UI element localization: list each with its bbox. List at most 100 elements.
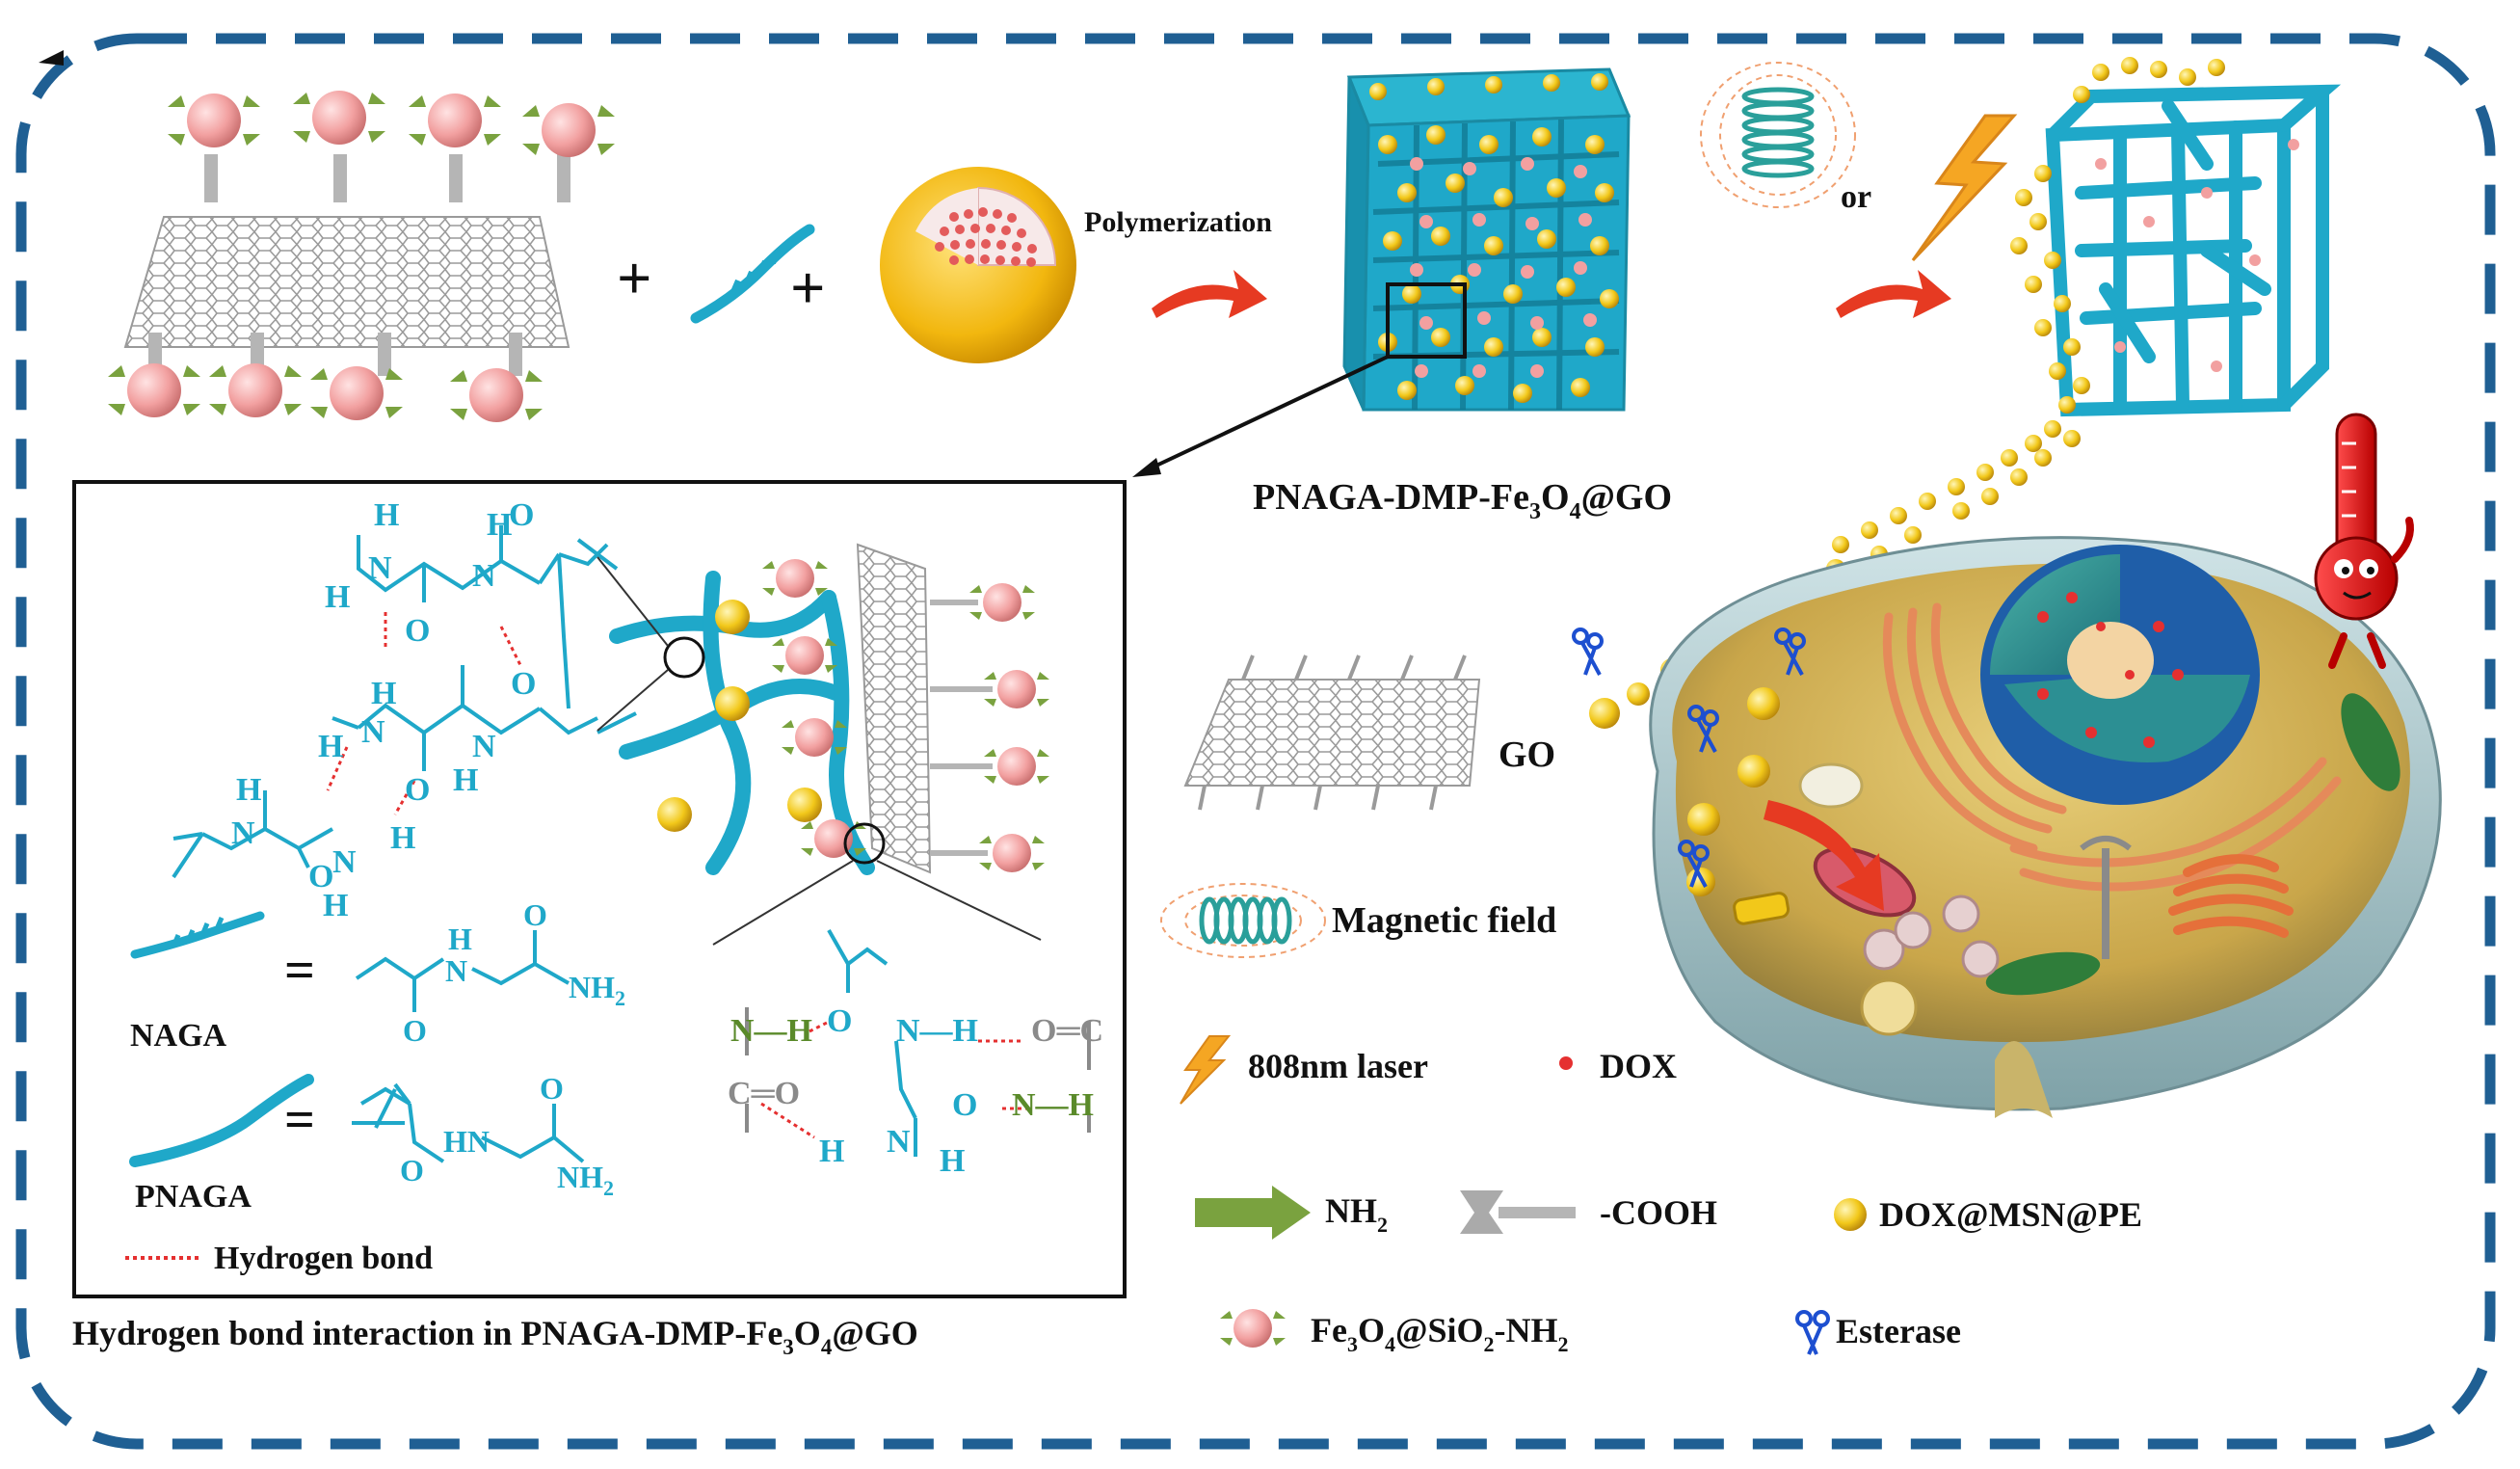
release-arrow xyxy=(1836,270,1951,318)
legend-magnetic-field: Magnetic field xyxy=(1160,883,1556,958)
cell-nanoparticles xyxy=(1863,895,2000,978)
polymerization-label: Polymerization xyxy=(1084,206,1272,238)
thermometer-character xyxy=(2314,413,2414,669)
endoplasmic-reticulum xyxy=(1882,602,2342,892)
zoom-line xyxy=(597,669,669,732)
h-cyan-label: H xyxy=(819,1134,844,1169)
vesicle xyxy=(1860,978,1918,1036)
atom-label: H xyxy=(374,497,399,533)
zoom-line xyxy=(597,556,669,647)
atom-label: O xyxy=(400,1153,424,1188)
entry-arrow xyxy=(1764,800,1884,911)
yellow-organelle xyxy=(1733,892,1791,925)
atom-label: H xyxy=(325,579,350,615)
legend-cooh-label: -COOH xyxy=(1600,1193,1717,1232)
atom-label: O xyxy=(540,1071,564,1106)
legend-nh2-label: NH2 xyxy=(1325,1191,1388,1237)
atom-label: O xyxy=(403,1013,427,1048)
mitochondrion-green xyxy=(2341,693,2401,791)
h-cyan-label-2: H xyxy=(940,1143,965,1179)
naga-equals: = xyxy=(284,941,315,1001)
o-cyan-label: O xyxy=(827,1003,852,1039)
naga-definition: = O N H O NH2 NAGA xyxy=(130,897,625,1054)
network-fe3o4 xyxy=(762,559,1049,872)
pnaga-go-hbond-structure xyxy=(745,929,1091,1157)
naga-dimer-structure xyxy=(172,525,637,879)
o-cyan-label-2: O xyxy=(952,1087,977,1123)
cube-pink-beads xyxy=(1410,157,1597,378)
hydrogel-label: PNAGA-DMP-Fe3O4@GO xyxy=(1253,477,1672,524)
atom-label: N xyxy=(368,550,392,586)
legend-fe3o4-label: Fe3O4@SiO2-NH2 xyxy=(1311,1311,1569,1356)
legend-nh2-row: NH2 -COOH DOX@MSN@PE xyxy=(1195,1186,2142,1240)
atom-label: NH2 xyxy=(569,970,625,1010)
atom-label: H xyxy=(448,921,472,956)
vacuole xyxy=(1798,762,1864,809)
legend-magnetic-label: Magnetic field xyxy=(1332,900,1556,941)
atom-label: O xyxy=(405,772,430,808)
zoom-circle-1 xyxy=(663,636,705,679)
atom-label: O xyxy=(308,859,333,895)
atom-label: O xyxy=(511,666,536,702)
zoom-circle-2 xyxy=(843,822,886,865)
atom-label: H xyxy=(236,772,261,808)
hn-green-label: N—H xyxy=(1012,1087,1094,1123)
dox-msn-pe-icon xyxy=(1834,1198,1867,1231)
plus-sign-2: + xyxy=(790,254,825,322)
legend-laser-label: 808nm laser xyxy=(1248,1047,1428,1085)
polymerization-arrow xyxy=(1152,270,1267,318)
go-sheet-with-fe3o4 xyxy=(108,91,615,422)
legend-fe3o4-row: Fe3O4@SiO2-NH2 Esterase xyxy=(1220,1309,1961,1356)
co-gray-label: C═O xyxy=(728,1076,800,1111)
atom-label: H xyxy=(390,820,415,856)
dox-msn-pe-sphere xyxy=(880,167,1076,363)
outer-dashed-frame xyxy=(15,33,2496,1450)
golgi xyxy=(2168,854,2294,938)
hydrogel-cube xyxy=(1342,67,1631,412)
atom-label: NH2 xyxy=(557,1160,614,1200)
atom-label: H xyxy=(453,762,478,798)
magnetic-coil-top-icon xyxy=(1700,62,1856,208)
esterase-scissors-icon xyxy=(1795,1310,1830,1355)
fe3o4-particles-bottom xyxy=(108,363,543,422)
inset-panel: H N H O N H O H N H O N H O H N H O N H xyxy=(72,480,1127,1298)
legend-go-label: GO xyxy=(1499,734,1555,775)
hbond-legend-label: Hydrogen bond xyxy=(214,1241,433,1276)
pnaga-equals: = xyxy=(284,1090,315,1150)
naga-monomer-icon xyxy=(690,224,815,324)
atom-label: O xyxy=(509,497,534,533)
cooh-connector-icon xyxy=(1460,1190,1576,1234)
legend-go: GO xyxy=(1183,654,1555,811)
legend-laser: 808nm laser DOX xyxy=(1180,1035,1677,1105)
zoom-pointer-line xyxy=(1141,355,1389,474)
nh2-arrow-icon xyxy=(1195,1186,1311,1240)
atom-label: N xyxy=(472,558,496,594)
atom-label: N xyxy=(231,815,255,851)
corner-mark xyxy=(39,50,64,66)
atom-label: H xyxy=(323,888,348,923)
atom-label: H xyxy=(318,729,343,764)
zoom-selection-box xyxy=(1386,282,1467,359)
plus-sign-1: + xyxy=(617,244,651,312)
fe3o4-particles-top xyxy=(168,91,615,157)
legend-dox-dot xyxy=(1559,1056,1573,1070)
atom-label: N xyxy=(361,714,385,750)
atom-label: N xyxy=(472,729,496,764)
pnaga-label: PNAGA xyxy=(135,1179,252,1215)
pnaga-definition: = O HN O NH2 PNAGA xyxy=(129,1071,614,1215)
network-gold-beads xyxy=(657,600,822,832)
nh-green-label: N—H xyxy=(730,1013,812,1049)
atom-label: H xyxy=(487,507,512,543)
naga-label: NAGA xyxy=(130,1018,227,1054)
atom-label: O xyxy=(523,897,547,932)
network-go-sheet xyxy=(856,543,932,874)
legend-dox-msn-label: DOX@MSN@PE xyxy=(1879,1195,2142,1234)
atom-label: HN xyxy=(443,1124,490,1159)
zoom-line xyxy=(712,860,854,946)
atom-label: H xyxy=(371,676,396,711)
nh-cyan-label: N—H xyxy=(896,1013,978,1049)
oc-gray-label: O═C xyxy=(1031,1013,1103,1049)
legend-dox-label: DOX xyxy=(1600,1047,1677,1085)
inset-caption: Hydrogen bond interaction in PNAGA-DMP-F… xyxy=(72,1314,918,1359)
